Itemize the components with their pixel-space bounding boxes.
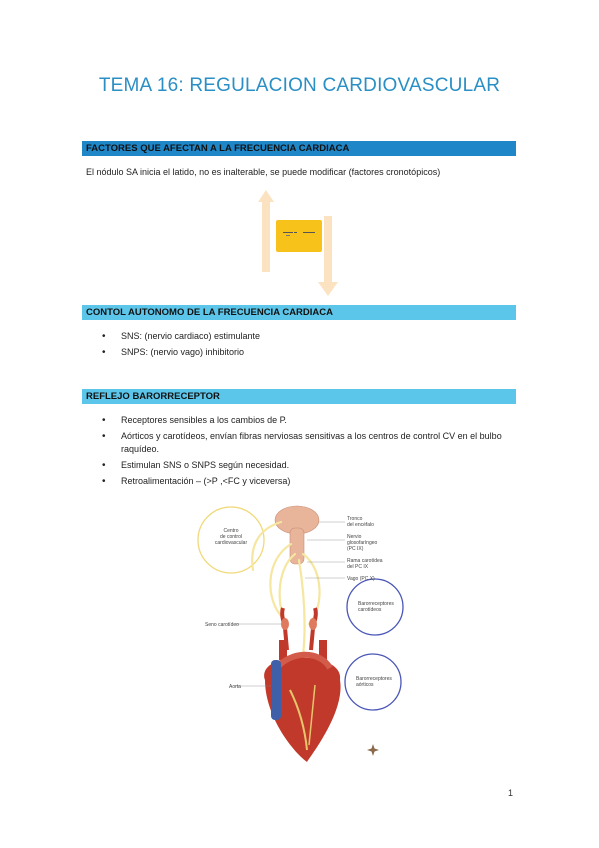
- list-item: SNS: (nervio cardiaco) estimulante: [88, 330, 508, 343]
- heart: [264, 640, 341, 762]
- section-heading-factores: FACTORES QUE AFECTAN A LA FRECUENCIA CAR…: [82, 141, 516, 156]
- list-item: Estimulan SNS o SNPS según necesidad.: [88, 459, 508, 472]
- down-arrow: [318, 216, 338, 296]
- svg-text:Vago (PC X): Vago (PC X): [347, 576, 375, 582]
- reflejo-list: Receptores sensibles a los cambios de P.…: [88, 414, 508, 491]
- brainstem: [274, 505, 320, 565]
- svg-text:Aorta: Aorta: [229, 684, 241, 690]
- section-heading-control: CONTOL AUTONOMO DE LA FRECUENCIA CARDIAC…: [82, 305, 516, 320]
- list-item: Aórticos y carotídeos, envían fibras ner…: [88, 430, 508, 456]
- carotid-arteries: [280, 607, 318, 651]
- section-heading-reflejo: REFLEJO BARORRECEPTOR: [82, 389, 516, 404]
- page-title: TEMA 16: REGULACION CARDIOVASCULAR: [98, 75, 501, 96]
- list-item: Retroalimentación – (>P ,<FC y viceversa…: [88, 475, 508, 488]
- list-item: SNPS: (nervio vago) inhibitorio: [88, 346, 508, 359]
- page-number: 1: [508, 788, 514, 798]
- list-item: Receptores sensibles a los cambios de P.: [88, 414, 508, 427]
- svg-text:Seno carotídeo: Seno carotídeo: [205, 622, 239, 628]
- yellow-box: [276, 220, 322, 252]
- control-list: SNS: (nervio cardiaco) estimulante SNPS:…: [88, 330, 508, 362]
- compass-icon: [367, 744, 379, 756]
- chronotropic-diagram: [258, 190, 338, 296]
- aortic-baroreceptor-circle: [344, 653, 402, 711]
- up-arrow: [258, 190, 274, 272]
- carotid-baroreceptor-circle: [346, 578, 404, 636]
- control-center-circle: [197, 506, 265, 574]
- section-paragraph: El nódulo SA inicia el latido, no es ina…: [86, 167, 441, 177]
